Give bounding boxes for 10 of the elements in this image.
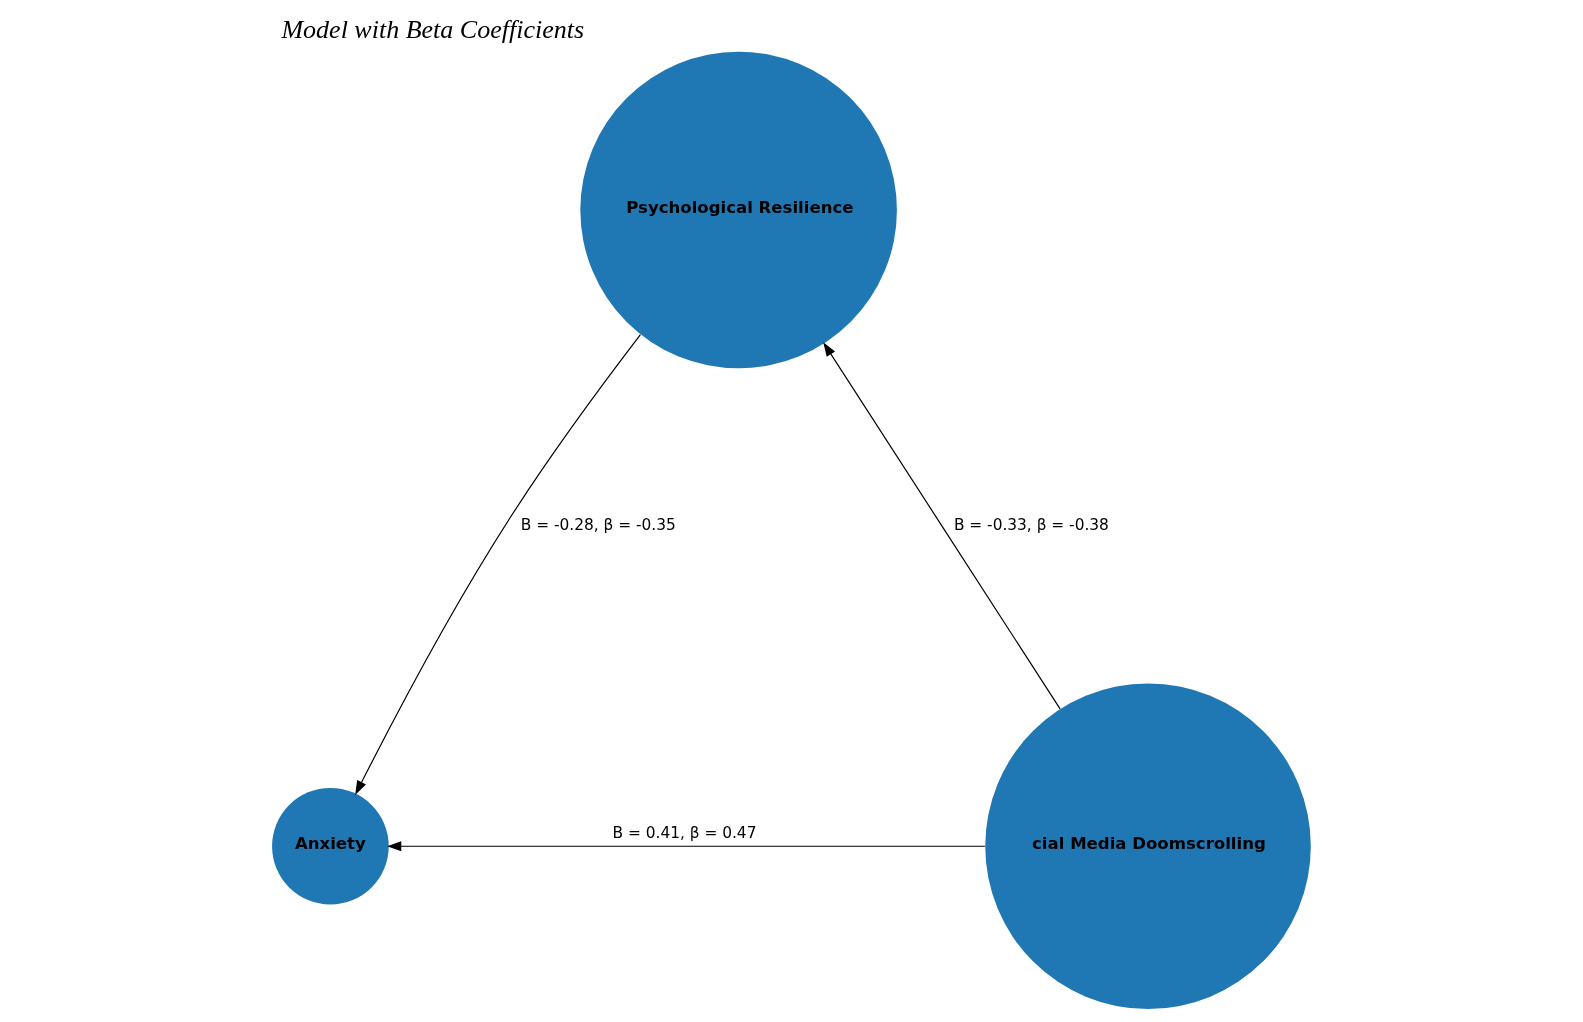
arrow <box>355 333 641 795</box>
diagram-title: Model with Beta Coefficients <box>281 14 585 44</box>
node-circle: cial Media Doomscrolling <box>985 682 1311 1009</box>
node-circle: Psychological Resilience <box>580 51 897 368</box>
node-circle: Anxiety <box>272 787 389 905</box>
arrow <box>823 341 1061 709</box>
arrow <box>387 840 986 851</box>
edge-label: B = -0.33, β = -0.38 <box>953 515 1109 534</box>
edge-label: B = -0.28, β = -0.35 <box>520 515 676 534</box>
edge-label: B = 0.41, β = 0.47 <box>612 823 757 842</box>
